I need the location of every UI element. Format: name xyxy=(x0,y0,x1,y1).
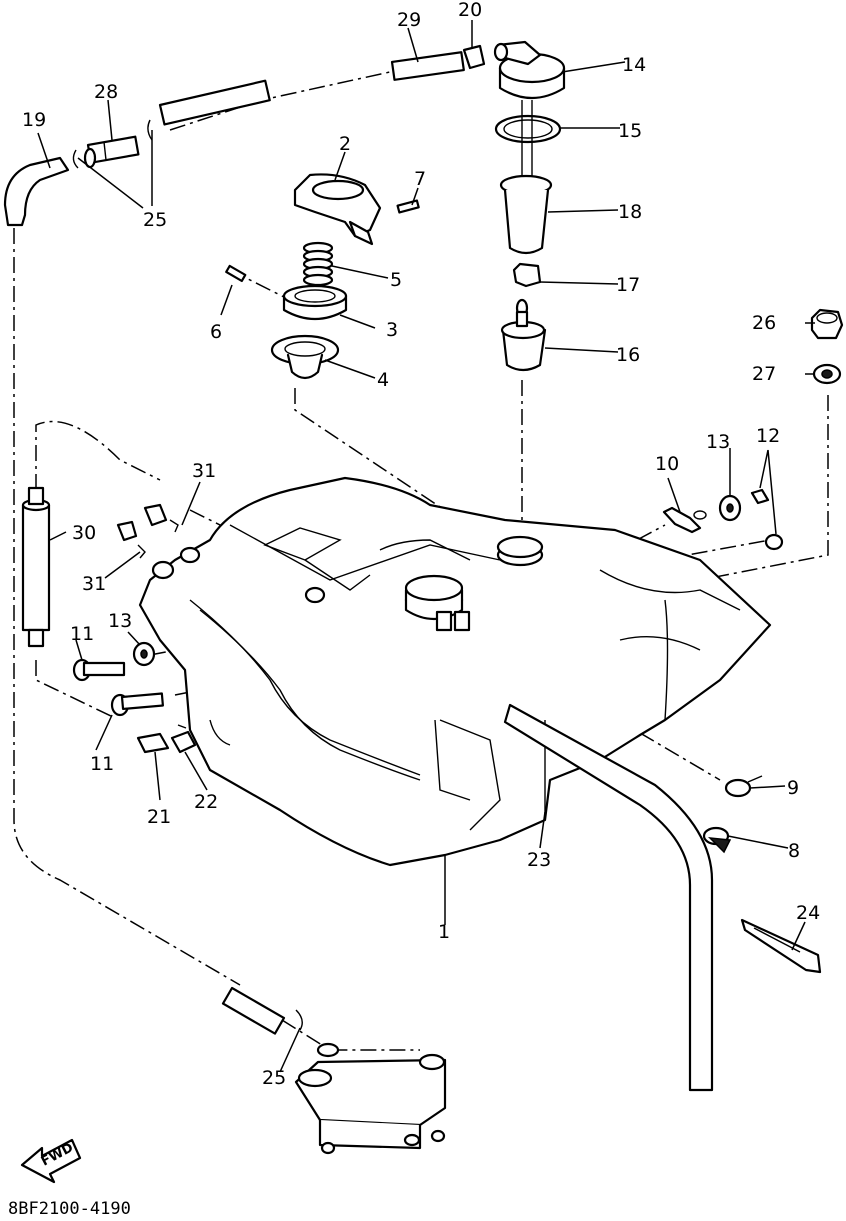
callout-9: 9 xyxy=(787,777,799,799)
callout-24: 24 xyxy=(796,902,820,924)
spring-clip-12 xyxy=(750,488,784,551)
callout-7: 7 xyxy=(414,168,426,190)
fuel-tank xyxy=(138,476,772,867)
callout-30: 30 xyxy=(72,522,96,544)
callout-22: 22 xyxy=(194,791,218,813)
pump-cap xyxy=(493,40,566,99)
cap-nut xyxy=(810,308,844,340)
hose-joint-28 xyxy=(83,135,140,169)
callout-17: 17 xyxy=(616,274,640,296)
washer-13-left xyxy=(132,641,156,667)
callout-13-left: 13 xyxy=(108,610,132,632)
callout-27: 27 xyxy=(752,363,776,385)
callout-labels: 1 2 3 4 5 6 7 8 9 10 11 11 12 13 13 14 1… xyxy=(22,0,820,1089)
filler-cap xyxy=(293,173,382,246)
pump-housing xyxy=(499,100,553,255)
callout-29: 29 xyxy=(397,9,421,31)
drawing-code: 8BF2100-4190 xyxy=(8,1199,131,1219)
forward-arrow-icon: FWD xyxy=(20,1138,82,1184)
bolt-11-upper xyxy=(72,658,126,682)
clamp-20 xyxy=(462,44,486,70)
callout-5: 5 xyxy=(390,269,402,291)
hose-29-upper xyxy=(158,51,465,126)
leader-lines xyxy=(37,20,815,1073)
callout-11-lower: 11 xyxy=(90,753,114,775)
callout-19: 19 xyxy=(22,109,46,131)
ring-nut xyxy=(282,284,348,320)
callout-23: 23 xyxy=(527,849,551,871)
callout-10: 10 xyxy=(655,453,679,475)
washer-13-right xyxy=(718,494,742,522)
callout-16: 16 xyxy=(616,344,640,366)
callout-4: 4 xyxy=(377,369,389,391)
callout-6: 6 xyxy=(210,321,222,343)
fuel-pump xyxy=(294,1042,447,1155)
bolt-11-lower xyxy=(110,692,164,717)
callout-13-right: 13 xyxy=(706,431,730,453)
hose-clip-25 xyxy=(72,119,303,1031)
callout-2: 2 xyxy=(339,133,351,155)
callout-28: 28 xyxy=(94,81,118,103)
callout-26: 26 xyxy=(752,312,776,334)
elbow-hose-19 xyxy=(3,156,70,227)
callout-15: 15 xyxy=(618,120,642,142)
callout-12: 12 xyxy=(756,425,780,447)
callout-25-lower: 25 xyxy=(262,1067,286,1089)
callout-1: 1 xyxy=(438,921,450,943)
cap-spring xyxy=(302,241,334,287)
washer-27 xyxy=(812,363,842,385)
callout-3: 3 xyxy=(386,319,398,341)
callout-11-upper: 11 xyxy=(70,623,94,645)
pump-clip xyxy=(512,262,542,288)
callout-21: 21 xyxy=(147,806,171,828)
hose-lower xyxy=(221,986,286,1035)
tank-strap-23 xyxy=(503,703,714,1092)
pin-6 xyxy=(225,264,247,283)
o-ring xyxy=(494,114,562,144)
vent-hose-30 xyxy=(21,486,51,648)
callout-25-upper: 25 xyxy=(143,209,167,231)
fuel-strainer xyxy=(500,298,547,372)
hose-clamp-31 xyxy=(116,503,179,559)
plug-8 xyxy=(702,826,732,854)
callout-14: 14 xyxy=(622,54,646,76)
callout-31-lower: 31 xyxy=(82,573,106,595)
filler-collar xyxy=(270,334,340,380)
callout-20: 20 xyxy=(458,0,482,21)
band-24 xyxy=(740,918,822,974)
callout-8: 8 xyxy=(788,840,800,862)
callout-31-upper: 31 xyxy=(192,460,216,482)
clip-10 xyxy=(662,506,707,534)
callout-18: 18 xyxy=(618,201,642,223)
clip-9 xyxy=(724,775,763,798)
clamp-22 xyxy=(170,724,197,754)
pin-7 xyxy=(396,199,420,214)
vent-tube-21 xyxy=(136,732,170,754)
